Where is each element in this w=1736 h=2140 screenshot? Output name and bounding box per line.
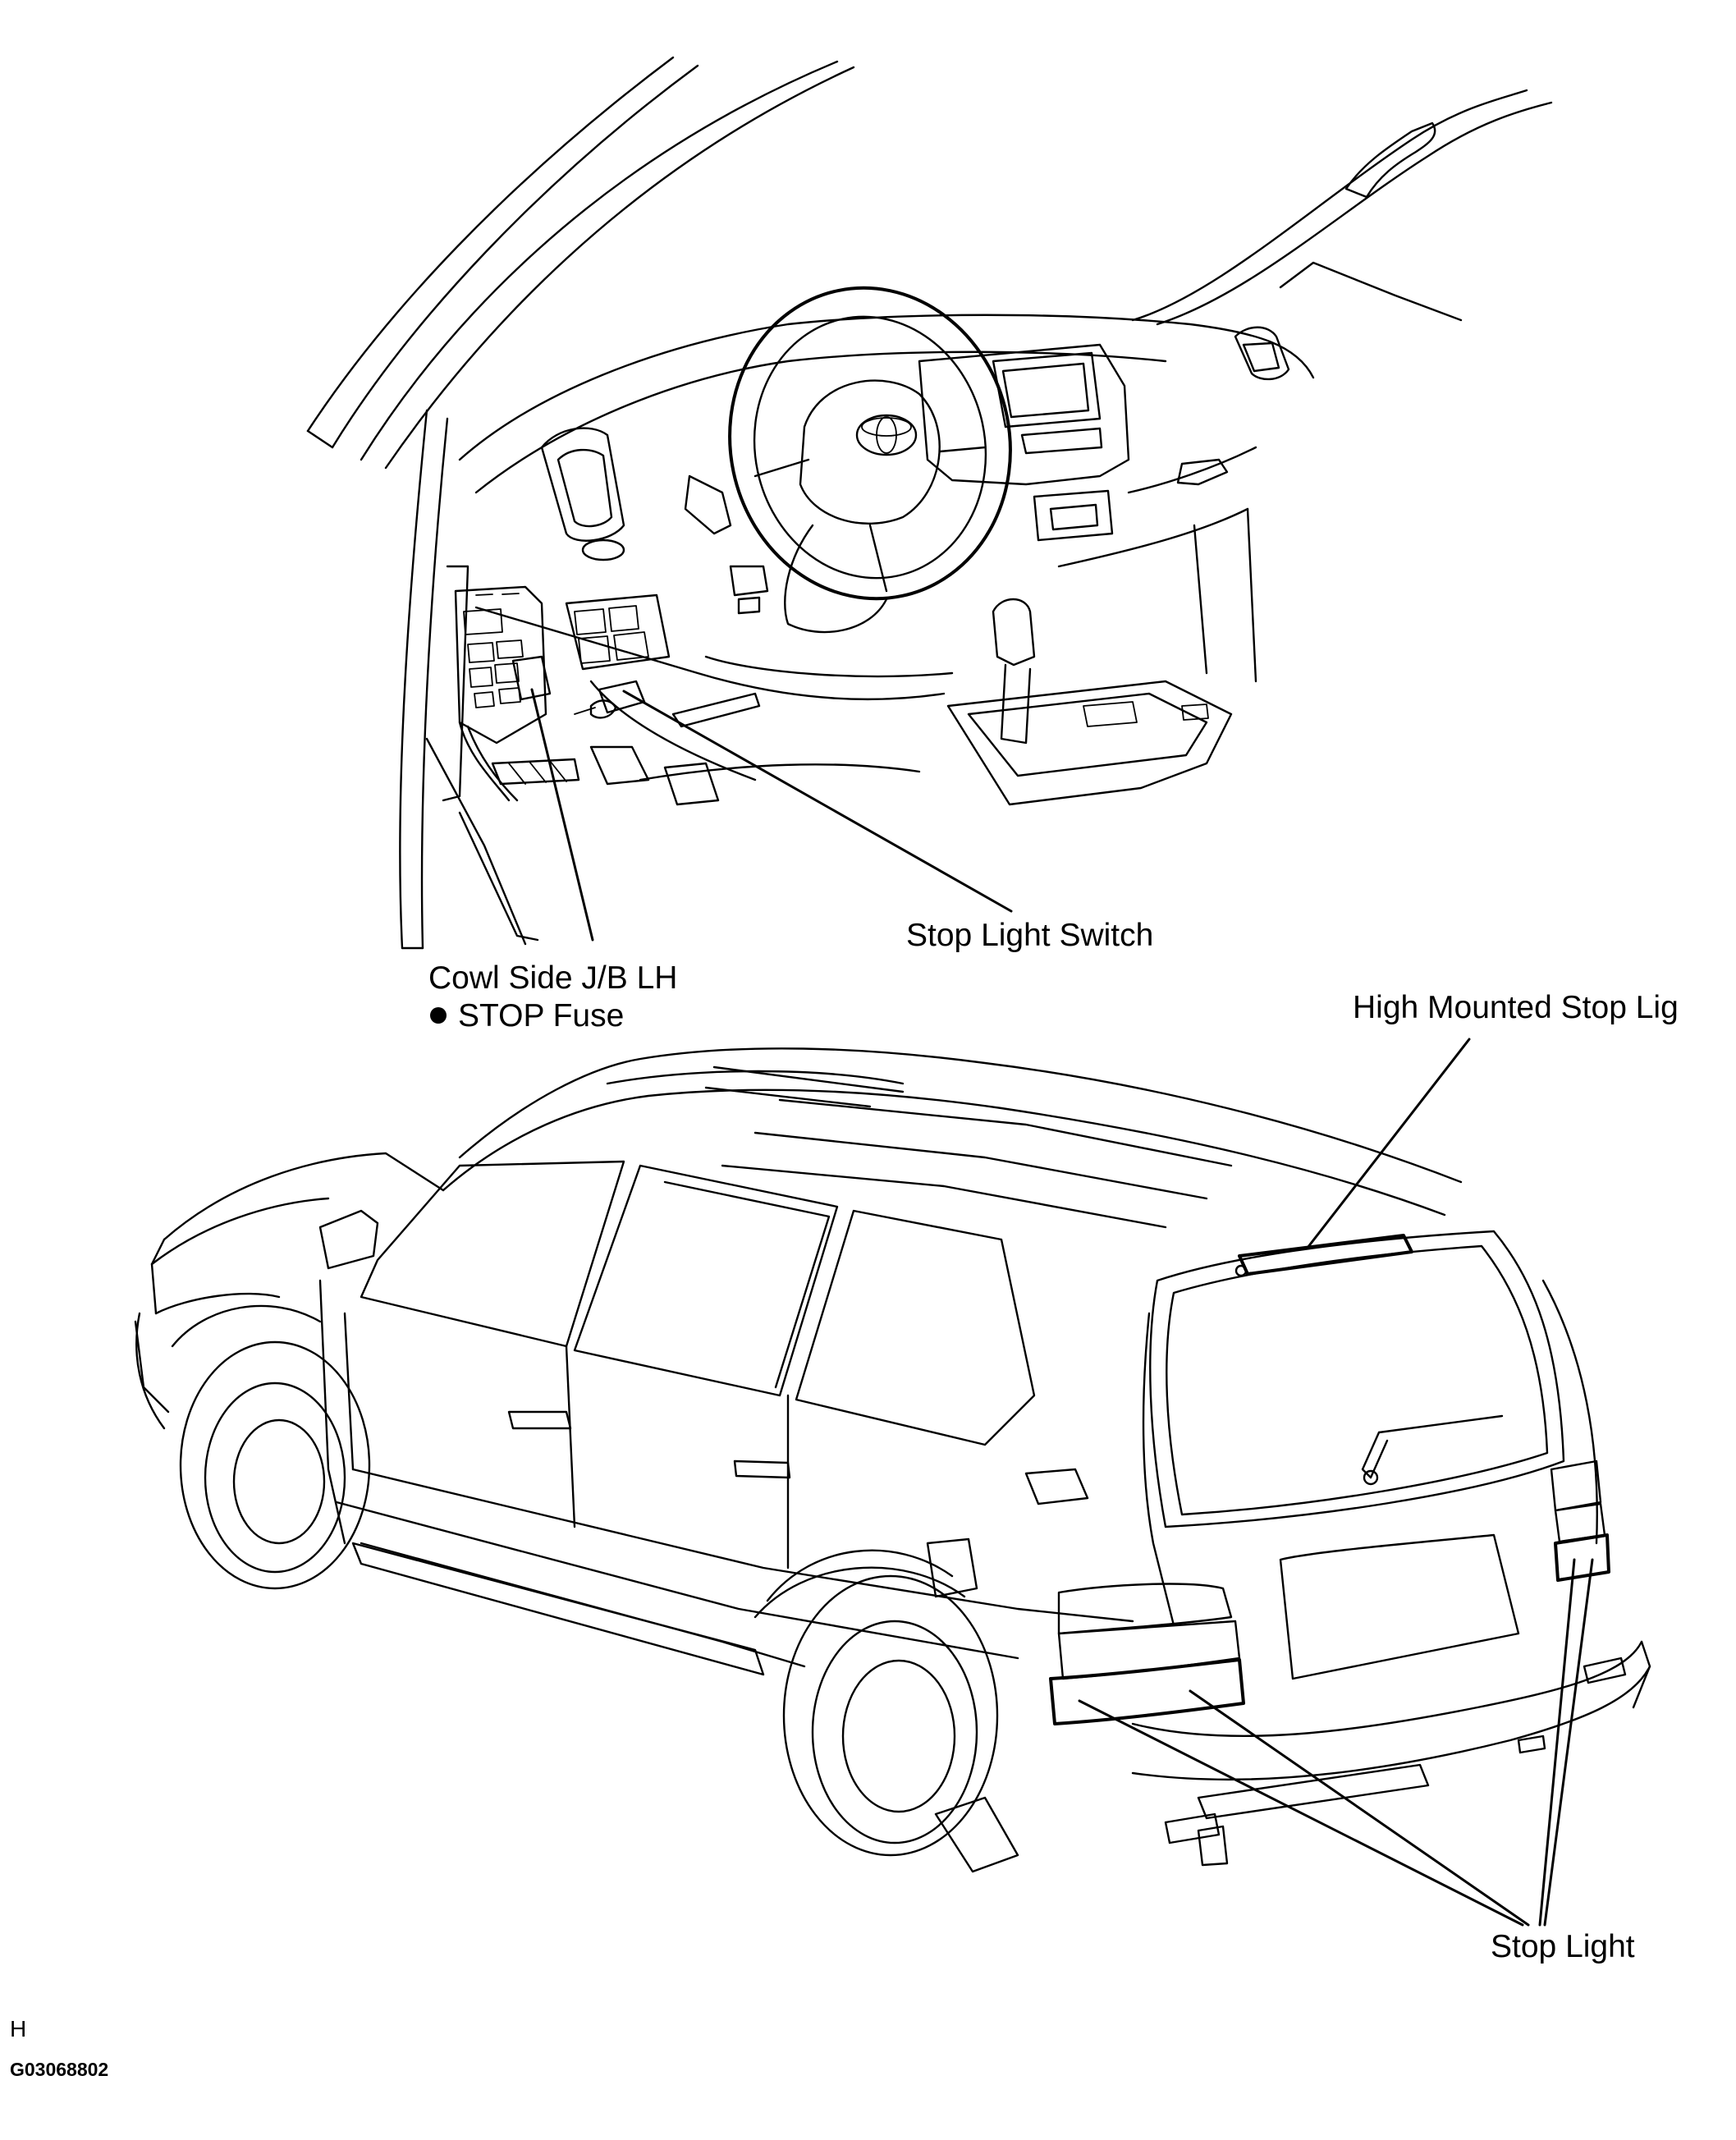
stop-light-leader-4 — [1543, 1558, 1594, 1927]
stop-light-leader-2 — [1189, 1689, 1530, 1927]
stop-light-switch-leader — [622, 690, 1013, 913]
high-mounted-stop-light-label: High Mounted Stop Lig — [1353, 990, 1679, 1025]
interior-illustration — [306, 56, 1553, 950]
stop-light-switch-label: Stop Light Switch — [906, 918, 1154, 953]
stop-light-leader-3 — [1538, 1558, 1576, 1927]
rear-combination-lamp-right — [1550, 1460, 1610, 1582]
rear-combination-lamp-left — [1049, 1583, 1245, 1725]
high-mounted-stop-light-leader — [1306, 1038, 1471, 1249]
stop-light-leader-1 — [1078, 1699, 1524, 1927]
stop-fuse-label-row: STOP Fuse — [430, 1000, 624, 1032]
cowl-side-jb-label: Cowl Side J/B LH — [428, 960, 678, 996]
bullet-icon — [430, 1007, 447, 1024]
stop-fuse-label: STOP Fuse — [458, 998, 625, 1033]
rear-wheel — [753, 1549, 1019, 1873]
front-wheel — [171, 1304, 371, 1590]
vehicle-illustration — [134, 1047, 1651, 1873]
figure-code: G03068802 — [10, 2059, 109, 2080]
high-mounted-stop-light-part — [1234, 1234, 1413, 1277]
cowl-side-jb-leader — [530, 688, 594, 942]
stop-light-label: Stop Light — [1491, 1929, 1635, 1964]
section-letter: H — [10, 2016, 27, 2041]
cowl-side-junction-block — [454, 585, 580, 802]
